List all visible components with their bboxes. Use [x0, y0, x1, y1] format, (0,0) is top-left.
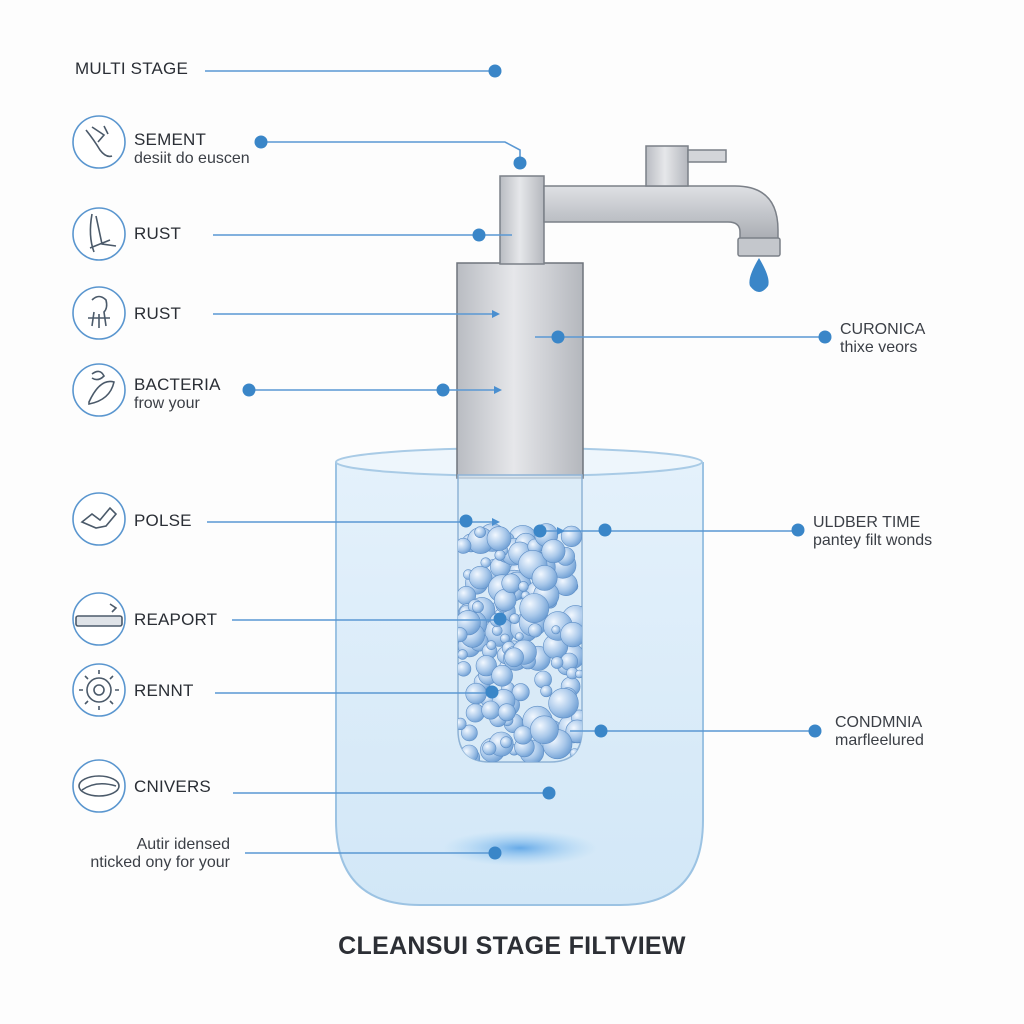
filter-bead	[527, 623, 543, 638]
label-title: RUST	[134, 224, 182, 243]
filter-bead	[548, 687, 579, 719]
label-right-3: CONDMNIA marfleelured	[835, 714, 924, 749]
filter-bead	[458, 537, 472, 554]
label-cyst: CNIVERS	[134, 777, 211, 797]
filter-bead	[513, 725, 533, 745]
filter-bead	[458, 717, 467, 731]
contaminant-icons	[72, 115, 126, 813]
label-bottom-note: Autir idensed nticked ony for your	[82, 836, 230, 871]
filter-cartridge	[456, 262, 584, 763]
filter-bead	[471, 601, 484, 613]
filter-bead	[468, 565, 493, 590]
filter-bead	[461, 724, 478, 742]
filter-bead	[486, 526, 512, 551]
filter-bead	[504, 647, 524, 668]
faucet	[499, 145, 781, 292]
filter-media-beads	[458, 523, 582, 762]
filter-bead	[551, 625, 561, 635]
label-right-2: ULDBER TIME pantey filt wonds	[813, 514, 932, 549]
bottom-note-line1: Autir idensed	[136, 836, 230, 853]
filter-bead	[474, 526, 486, 539]
sediment-icon	[72, 115, 126, 169]
leader-dots	[242, 64, 832, 860]
label-right-1: CURONICA thixe veors	[840, 321, 925, 356]
filter-bead	[509, 613, 520, 625]
filter-bead	[560, 621, 582, 648]
filter-bead	[458, 649, 468, 660]
gear-virus-icon	[72, 663, 126, 717]
filter-bead	[501, 573, 522, 594]
filter-bead	[491, 625, 503, 636]
filter-bead	[515, 632, 524, 641]
filter-bead	[491, 664, 513, 687]
label-rust-2: RUST	[134, 304, 182, 324]
filter-bead	[480, 557, 491, 568]
filter-bead	[494, 549, 506, 561]
label-title: REAPORT	[134, 610, 218, 629]
label-subtitle: thixe veors	[840, 338, 918, 356]
filter-bead	[486, 640, 497, 651]
header-label: MULTI STAGE	[75, 59, 189, 79]
label-title: CONDMNIA	[835, 714, 923, 731]
label-title: RENNT	[134, 681, 194, 700]
filter-bead	[500, 736, 512, 749]
label-subtitle: frow your	[134, 394, 200, 412]
leader-arrowheads	[492, 310, 565, 535]
label-title: CURONICA	[840, 321, 926, 338]
water-drop-icon	[749, 258, 769, 292]
label-subtitle: marfleelured	[835, 731, 924, 749]
filter-bead	[529, 715, 559, 745]
filter-bead	[458, 627, 468, 643]
filter-bead	[531, 565, 558, 591]
label-title: ULDBER TIME	[813, 514, 921, 531]
filter-bead	[475, 655, 497, 677]
label-title: BACTERIA	[134, 375, 221, 394]
filter-bead	[511, 683, 530, 702]
filter-bead	[458, 661, 472, 677]
water-glow	[442, 830, 598, 866]
filter-bead	[482, 741, 497, 756]
filter-bead	[541, 539, 566, 564]
header-label-text: MULTI STAGE	[75, 59, 189, 78]
label-subtitle: pantey filt wonds	[813, 531, 933, 549]
bottom-note-line2: nticked ony for your	[90, 853, 230, 871]
label-residue: REAPORT	[134, 610, 218, 630]
filter-bead	[575, 669, 582, 679]
label-title: CNIVERS	[134, 777, 211, 796]
bacteria-icon	[72, 363, 126, 417]
label-bacteria: BACTERIA frow your	[134, 375, 221, 412]
diagram-title: CLEANSUI STAGE FILTVIEW	[338, 932, 686, 960]
filter-bead	[534, 670, 552, 689]
label-title: RUST	[134, 304, 182, 323]
rust-particle-icon	[72, 286, 126, 340]
filter-bead	[550, 656, 564, 669]
residue-icon	[72, 592, 126, 646]
label-sediment: SEMENT desiit do euscen	[134, 130, 250, 167]
label-gear: RENNT	[134, 681, 194, 701]
label-title: POLSE	[134, 511, 192, 530]
filter-bead	[560, 525, 582, 548]
filter-bead	[481, 700, 501, 720]
cyst-icon	[72, 759, 126, 813]
filter-bead	[540, 685, 553, 698]
label-subtitle: desiit do euscen	[134, 149, 250, 167]
filter-bead	[519, 593, 550, 624]
label-title: SEMENT	[134, 130, 207, 149]
filter-bead	[497, 703, 516, 722]
pollen-icon	[72, 492, 126, 546]
leader-lines	[205, 70, 826, 854]
filter-bead	[518, 581, 529, 592]
label-pollen: POLSE	[134, 511, 192, 531]
rust-flake-icon	[72, 207, 126, 261]
label-rust-1: RUST	[134, 224, 182, 244]
